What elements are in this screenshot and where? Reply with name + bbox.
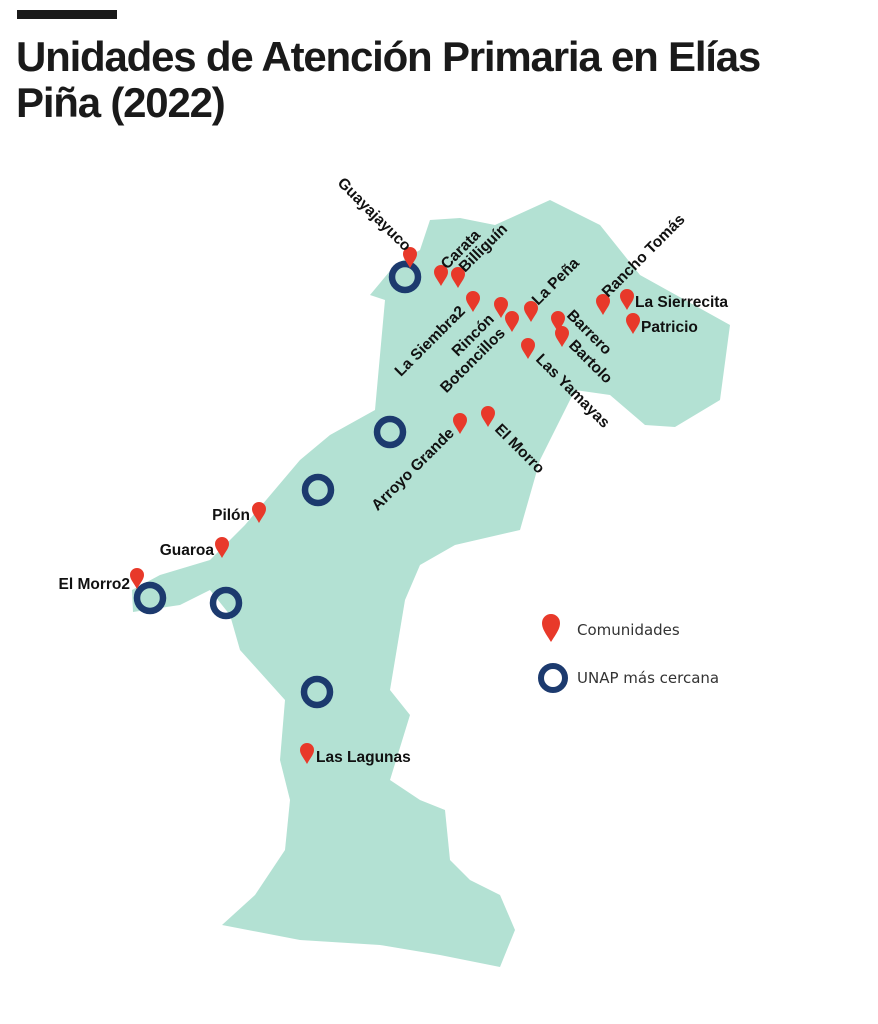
unap-marker [209, 586, 243, 620]
province-region [132, 200, 730, 967]
page-title: Unidades de Atención Primaria en Elías P… [16, 33, 761, 126]
pin-icon [524, 301, 538, 322]
pin-icon [626, 313, 640, 334]
pin-icon [521, 338, 535, 359]
community-marker: Pilón [212, 502, 266, 524]
pin-icon [551, 311, 565, 332]
legend-communities-label: Comunidades [577, 621, 680, 639]
community-label: Patricio [641, 319, 698, 336]
unap-marker [300, 675, 334, 709]
community-marker: El Morro2 [59, 568, 144, 593]
community-label: Guayajayuco [334, 175, 414, 255]
title-accent-bar [17, 10, 117, 19]
pin-icon [300, 743, 314, 764]
pin-icon [453, 413, 467, 434]
community-marker: Las Lagunas [300, 743, 411, 766]
legend-unap-icon [538, 663, 568, 693]
pin-icon [620, 289, 634, 310]
community-marker: Patricio [626, 313, 698, 336]
legend: Comunidades UNAP más cercana [538, 614, 719, 693]
pin-icon [466, 291, 480, 312]
legend-pin-icon [542, 614, 560, 642]
unap-marker [133, 581, 167, 615]
community-label: Pilón [212, 507, 250, 524]
legend-unap-label: UNAP más cercana [577, 669, 719, 687]
pin-icon [555, 326, 569, 347]
community-label: Las Lagunas [316, 749, 411, 766]
unap-marker [301, 473, 335, 507]
pin-icon [434, 265, 448, 286]
pin-icon [215, 537, 229, 558]
unap-marker [388, 260, 422, 294]
community-label: La Sierrecita [635, 294, 728, 311]
pin-icon [451, 267, 465, 288]
community-label: El Morro2 [59, 576, 130, 593]
pin-icon [505, 311, 519, 332]
pin-icon [494, 297, 508, 318]
pin-icon [130, 568, 144, 589]
pin-icon [481, 406, 495, 427]
unap-marker [373, 415, 407, 449]
community-marker: Guayajayuco [334, 175, 417, 268]
community-marker: Guaroa [160, 537, 229, 559]
community-marker: La Sierrecita [620, 289, 728, 311]
pin-icon [403, 247, 417, 268]
pin-icon [596, 294, 610, 315]
community-label: Guaroa [160, 542, 215, 559]
pin-icon [252, 502, 266, 523]
